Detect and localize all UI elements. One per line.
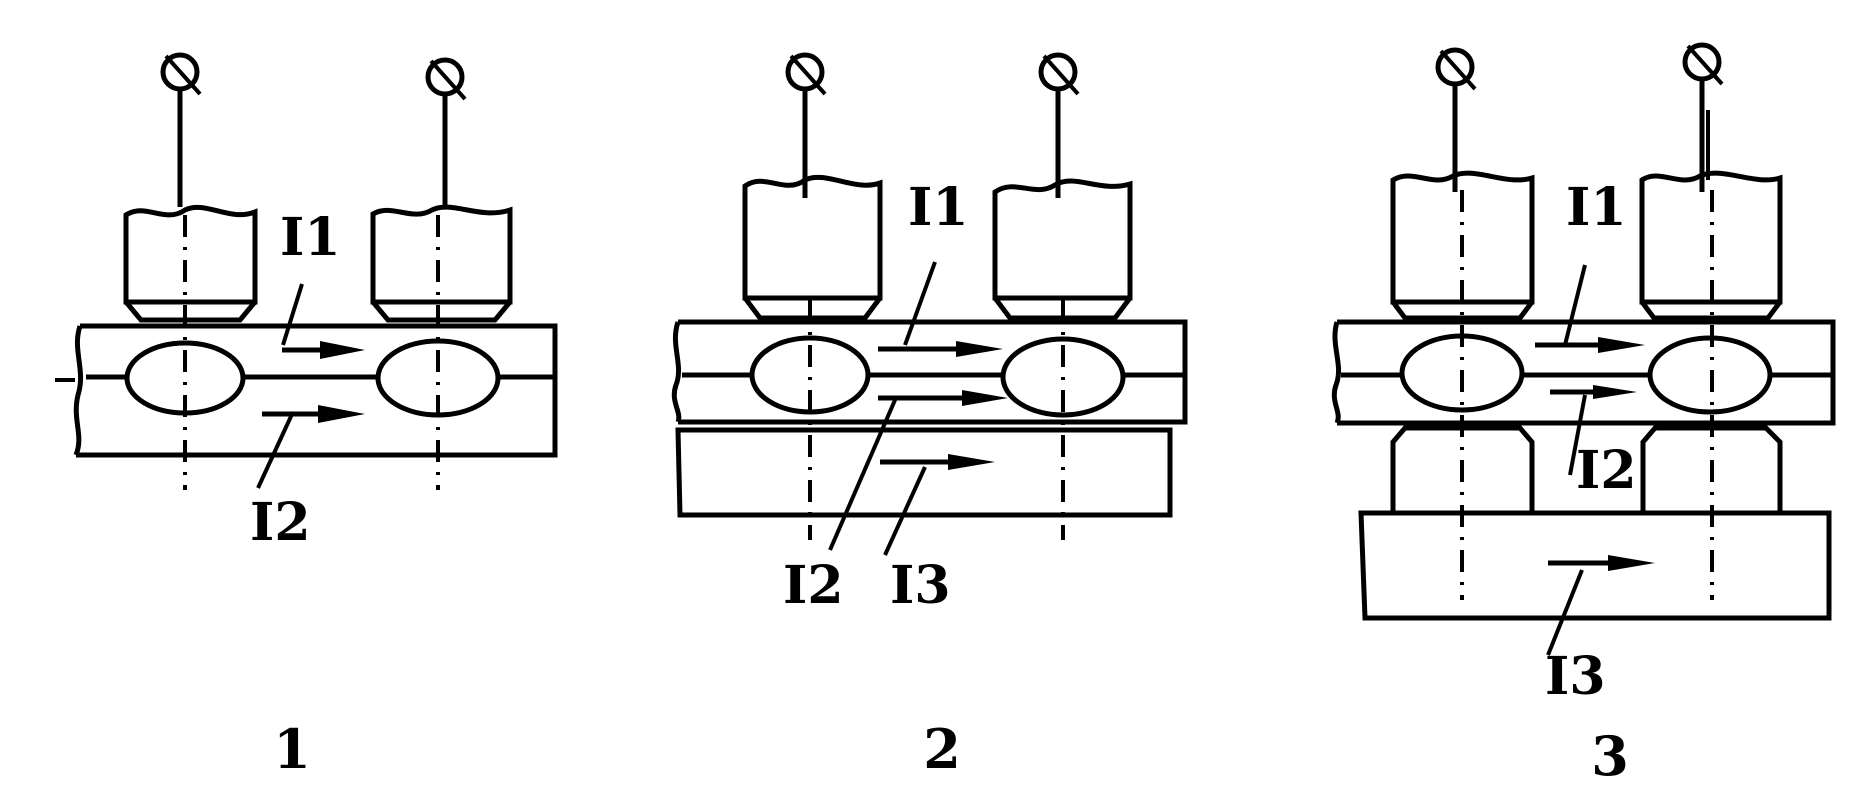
current-arrow-i1: [878, 341, 1003, 357]
bottom-plate: [1358, 510, 1832, 621]
current-arrow-i2: [1550, 385, 1637, 399]
sheet: [73, 323, 558, 458]
label-i3: I3: [1545, 646, 1606, 707]
top-sheet: [1331, 319, 1836, 426]
upper-electrode-left: [1390, 47, 1535, 321]
panel-caption: 1: [273, 717, 311, 781]
label-i1: I1: [908, 177, 969, 238]
label-i2: I2: [1576, 440, 1637, 501]
panel-caption: 2: [923, 717, 961, 781]
electrode-right: [370, 57, 513, 323]
bottom-plate: [675, 427, 1173, 518]
panel-3: I1 I2 I3 3: [1331, 42, 1836, 788]
current-arrow-i3: [880, 454, 995, 470]
current-arrow-i1: [1535, 337, 1645, 353]
current-arrow-i2: [262, 405, 365, 423]
label-i2: I2: [783, 555, 844, 616]
label-i3: I3: [890, 555, 951, 616]
label-i1: I1: [280, 207, 341, 268]
label-i2: I2: [250, 492, 311, 553]
label-i1: I1: [1566, 177, 1627, 238]
electrode-left: [123, 52, 258, 323]
panel-2: I1 I2 I3 2: [671, 52, 1188, 781]
panel-caption: 3: [1591, 724, 1629, 788]
current-arrow-i2: [878, 390, 1008, 406]
electrode-left: [742, 52, 883, 321]
electrode-right: [992, 52, 1133, 321]
upper-electrode-right: [1639, 42, 1783, 321]
top-sheet: [671, 319, 1188, 425]
current-arrow-i1: [282, 341, 365, 359]
current-arrow-i3: [1548, 555, 1655, 571]
panel-1: I1 I2 1: [55, 52, 558, 781]
